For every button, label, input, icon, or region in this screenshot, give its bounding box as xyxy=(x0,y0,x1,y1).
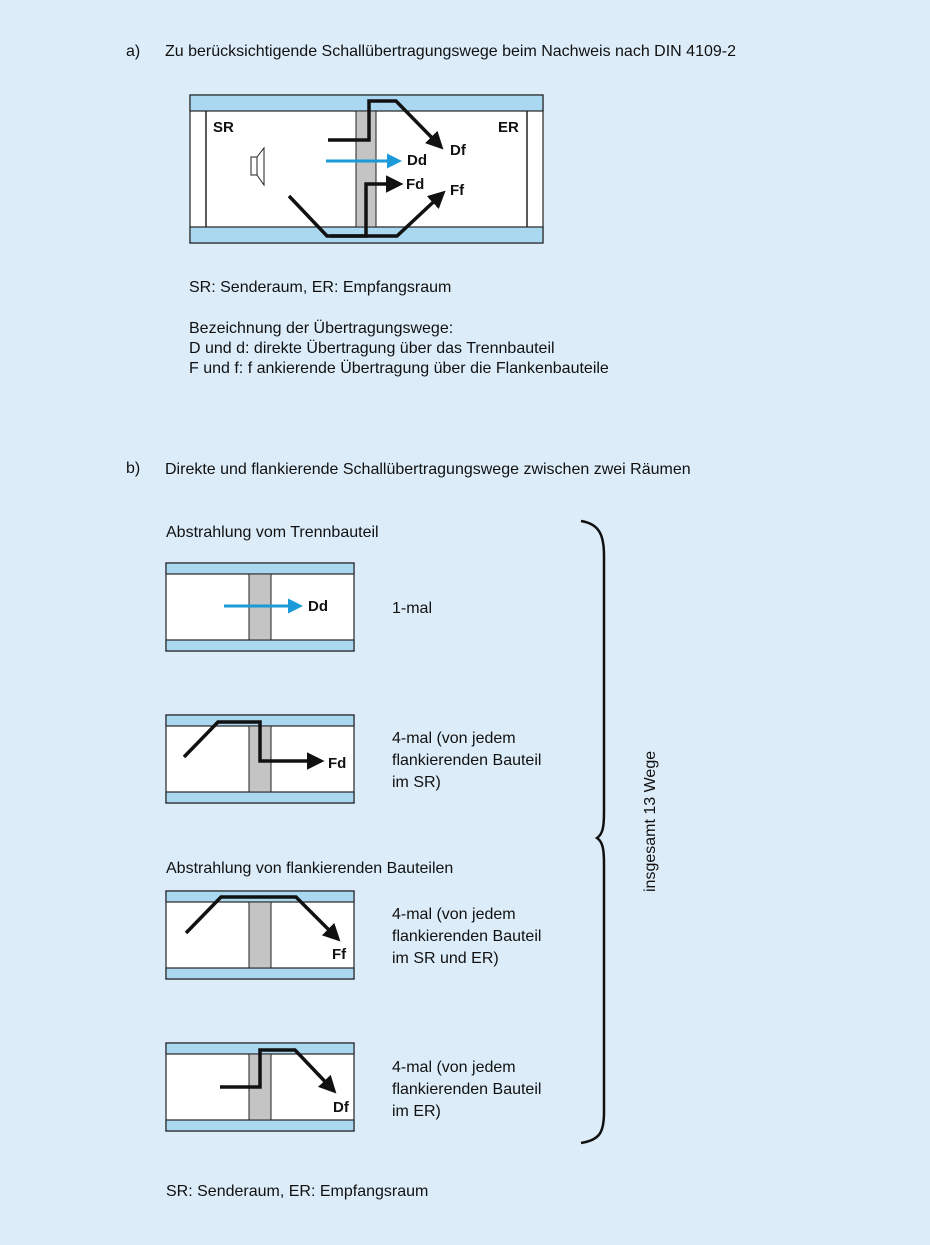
legend-rooms-a: SR: Senderaum, ER: Empfangsraum xyxy=(189,279,452,296)
footer-legend: SR: Senderaum, ER: Empfangsraum xyxy=(166,1183,429,1200)
ceiling-slab xyxy=(189,94,544,112)
curly-brace xyxy=(580,519,606,1145)
count-df-line-1: 4-mal (von jedem xyxy=(392,1059,516,1076)
b-label-ff: Ff xyxy=(332,946,347,963)
group2-heading: Abstrahlung von flankierenden Bauteilen xyxy=(166,860,454,877)
legend-heading: Bezeichnung der Übertragungswege: xyxy=(189,320,454,337)
count-fd-line-2: flankierenden Bauteil xyxy=(392,752,542,769)
label-df: Df xyxy=(450,142,466,159)
diagram-b-ff xyxy=(165,890,355,980)
label-fd: Fd xyxy=(406,176,425,193)
section-a-marker: a) xyxy=(126,43,141,60)
group1-heading: Abstrahlung vom Trennbauteil xyxy=(166,524,379,541)
count-ff-line-3: im SR und ER) xyxy=(392,950,499,967)
count-fd: 4-mal (von jedem flankierenden Bauteil i… xyxy=(392,728,541,794)
legend-line-1: D und d: direkte Übertragung über das Tr… xyxy=(189,340,555,357)
b-df-arrow xyxy=(220,1048,337,1094)
b-label-fd: Fd xyxy=(328,755,347,772)
legend-line-2: F und f: f ankierende Übertragung über d… xyxy=(189,360,609,377)
b-label-dd: Dd xyxy=(308,598,328,615)
count-dd: 1-mal xyxy=(392,598,432,620)
count-dd-line: 1-mal xyxy=(392,600,433,617)
section-b-title: Direkte und flankierende Schallübertragu… xyxy=(165,461,691,478)
count-ff-line-2: flankierenden Bauteil xyxy=(392,928,542,945)
count-fd-line-1: 4-mal (von jedem xyxy=(392,730,516,747)
count-ff-line-1: 4-mal (von jedem xyxy=(392,906,516,923)
path-ff-arrow xyxy=(330,190,446,238)
b-ff-arrow xyxy=(184,895,341,942)
path-df-arrow xyxy=(328,99,444,150)
count-df-line-3: im ER) xyxy=(392,1103,441,1120)
diagram-b-dd xyxy=(165,562,355,652)
label-ff: Ff xyxy=(450,182,465,199)
count-df: 4-mal (von jedem flankierenden Bauteil i… xyxy=(392,1057,541,1123)
label-er: ER xyxy=(498,119,519,136)
brace-label: insgesamt 13 Wege xyxy=(642,750,659,892)
diagram-a xyxy=(189,94,544,244)
count-fd-line-3: im SR) xyxy=(392,774,441,791)
b-label-df: Df xyxy=(333,1099,349,1116)
count-ff: 4-mal (von jedem flankierenden Bauteil i… xyxy=(392,904,541,970)
label-dd: Dd xyxy=(407,152,427,169)
diagram-b-fd xyxy=(165,714,355,804)
count-df-line-2: flankierenden Bauteil xyxy=(392,1081,542,1098)
loudspeaker-icon xyxy=(250,146,265,187)
label-sr: SR xyxy=(213,119,234,136)
diagram-b-df xyxy=(165,1042,355,1132)
b-fd-arrow xyxy=(182,720,325,770)
section-b-marker: b) xyxy=(126,460,141,477)
section-a-title: Zu berücksichtigende Schallübertragungsw… xyxy=(165,43,736,60)
